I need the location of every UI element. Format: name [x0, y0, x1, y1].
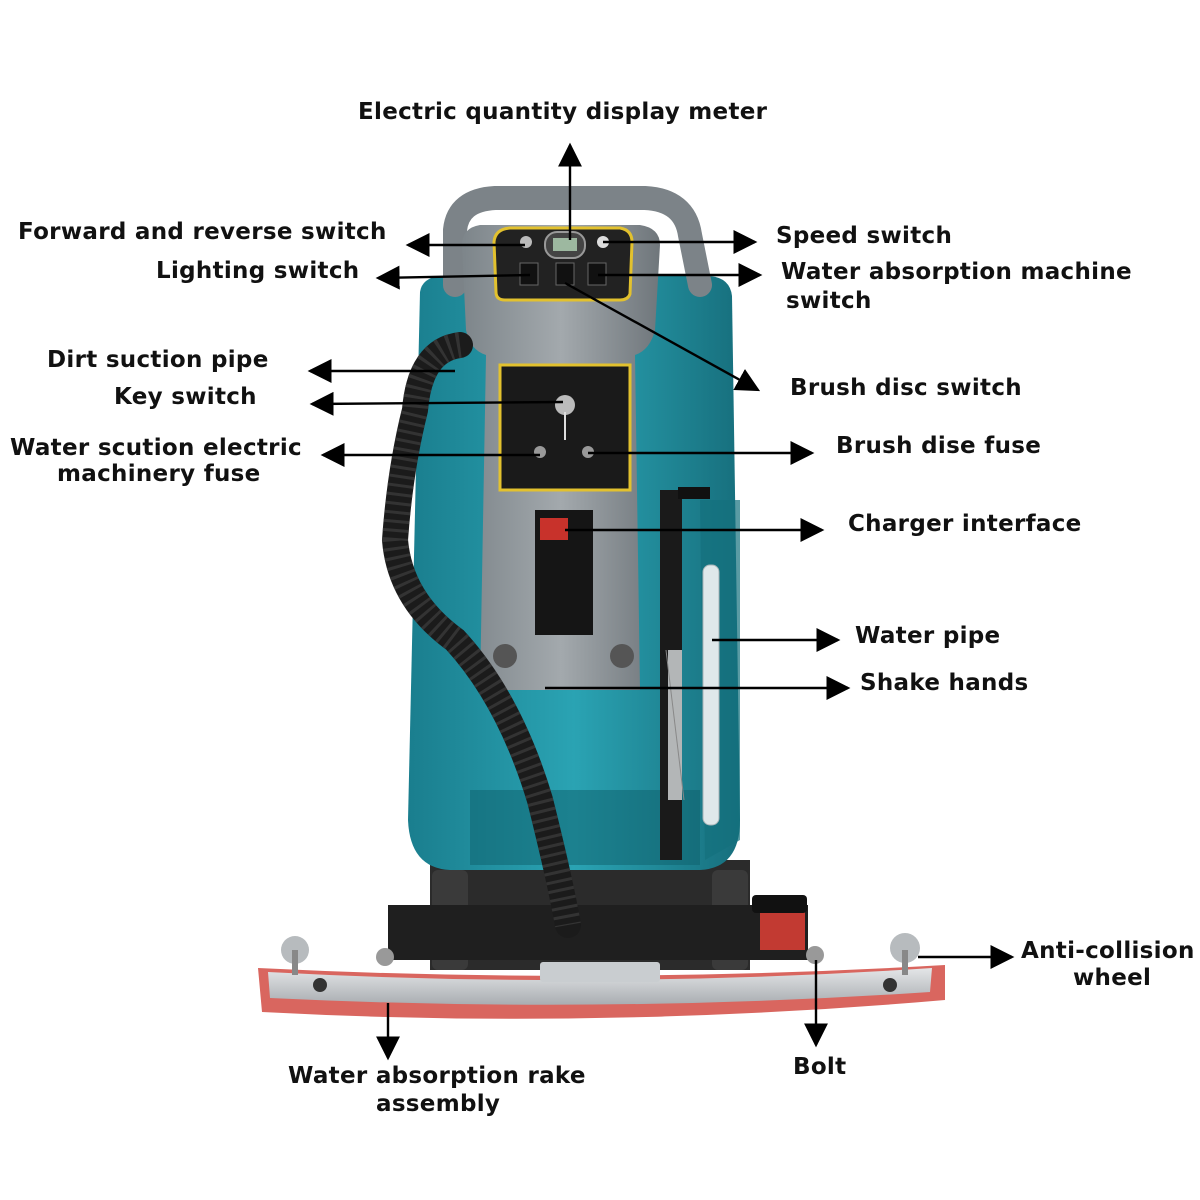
- label-speed-switch: Speed switch: [776, 223, 953, 249]
- arrow-key-switch: [309, 391, 564, 416]
- charger-plug-shape: [540, 518, 568, 540]
- label-brush-dise-fuse: Brush dise fuse: [836, 433, 1042, 459]
- label-lighting-switch: Lighting switch: [156, 258, 360, 284]
- label-anti-collision-line2: wheel: [1073, 965, 1152, 991]
- label-water-suction-fuse-line2: machinery fuse: [57, 461, 261, 487]
- callout-arrows: [307, 142, 1015, 1061]
- label-anti-collision-line1: Anti-collision: [1021, 938, 1195, 964]
- label-electric-meter: Electric quantity display meter: [358, 99, 768, 125]
- chassis: [388, 860, 808, 970]
- label-water-pipe: Water pipe: [855, 623, 1001, 649]
- label-water-suction-fuse-line1: Water scution electric: [10, 435, 302, 461]
- label-charger-interface: Charger interface: [848, 511, 1082, 537]
- arrow-lighting-switch: [375, 265, 531, 290]
- label-shake-hands: Shake hands: [860, 670, 1029, 696]
- label-key-switch: Key switch: [114, 384, 257, 410]
- label-forward-reverse-switch: Forward and reverse switch: [18, 219, 387, 245]
- console-column: [462, 225, 660, 690]
- label-water-absorption-machine-switch-line2: switch: [786, 288, 872, 314]
- label-brush-disc-switch: Brush disc switch: [790, 375, 1022, 401]
- label-dirt-suction-pipe: Dirt suction pipe: [47, 347, 269, 373]
- handle: [443, 186, 712, 297]
- arrow-brush-disc-switch: [564, 281, 761, 392]
- label-rake-assembly-line2: assembly: [376, 1091, 501, 1117]
- label-water-absorption-machine-switch-line1: Water absorption machine: [781, 259, 1132, 285]
- hose: [381, 332, 581, 938]
- right-anti-collision-wheel: [890, 933, 920, 963]
- label-rake-assembly-line1: Water absorption rake: [288, 1063, 586, 1089]
- squeegee-assembly: [258, 933, 945, 1019]
- label-bolt: Bolt: [793, 1054, 847, 1080]
